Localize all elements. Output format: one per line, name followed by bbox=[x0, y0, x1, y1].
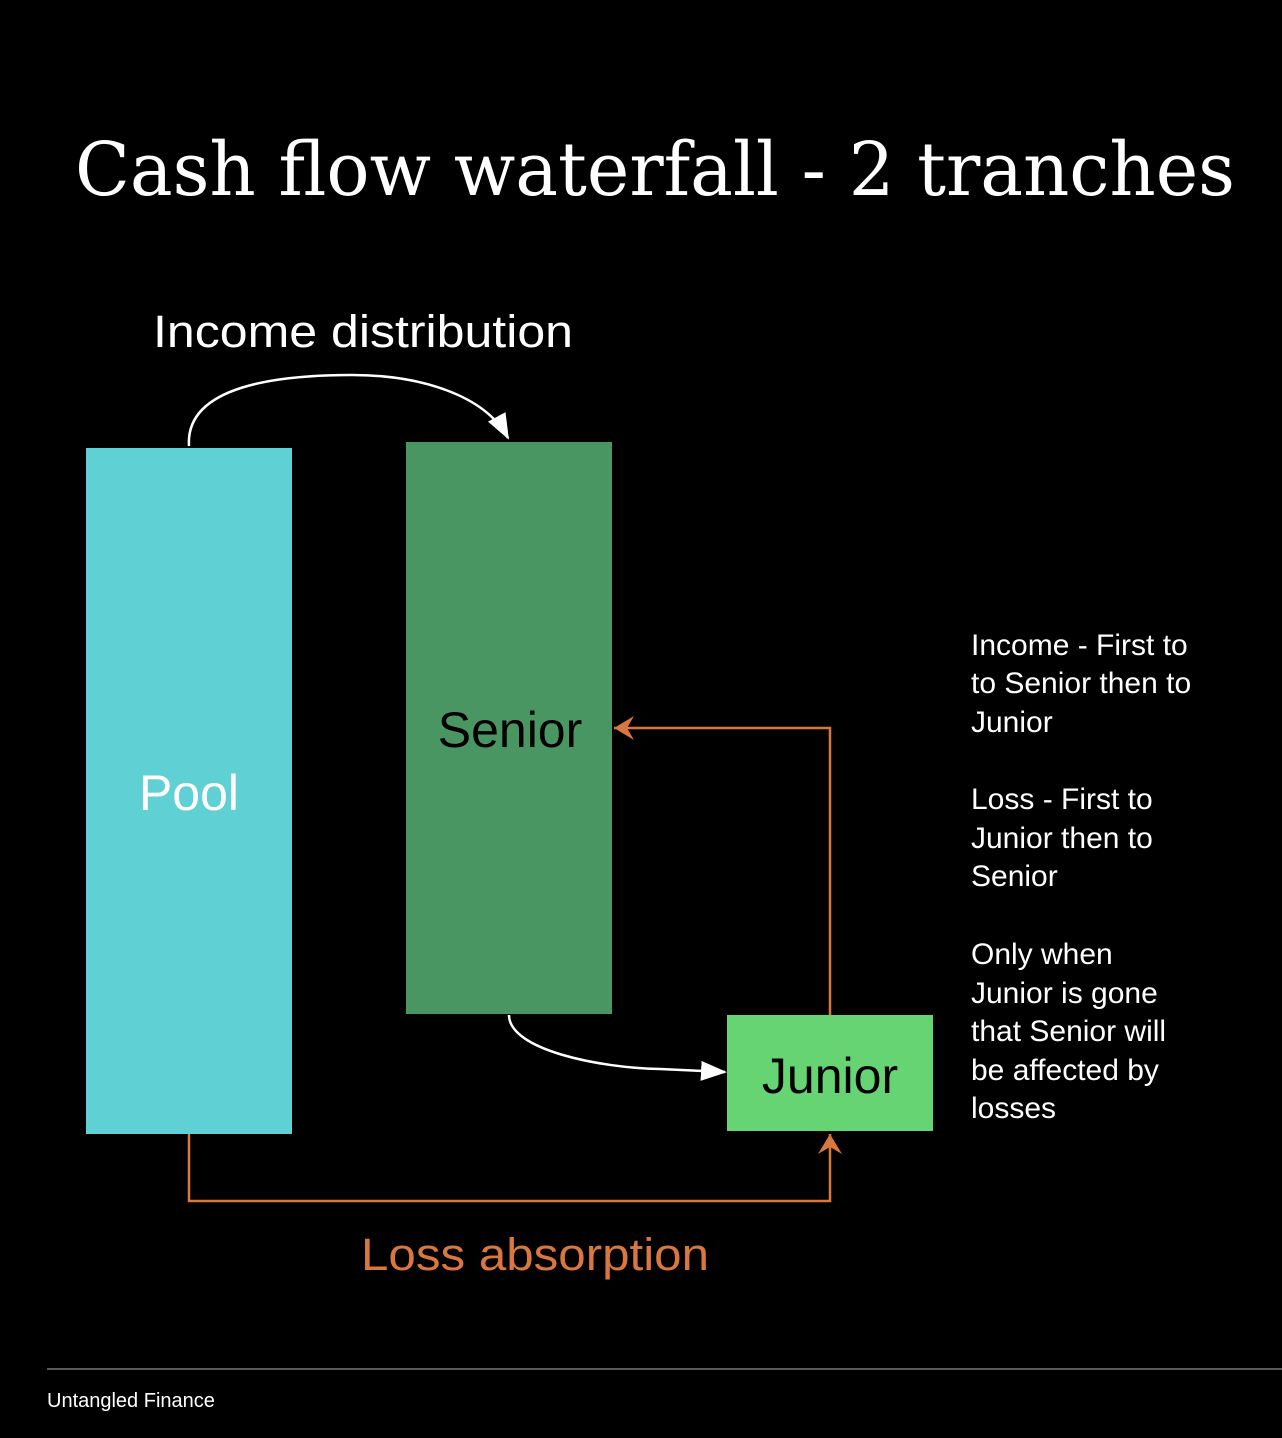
junior-label: Junior bbox=[762, 1048, 898, 1104]
notes: Income - First to to Senior then to Juni… bbox=[971, 629, 1191, 1125]
footer-brand: Untangled Finance bbox=[47, 1390, 215, 1412]
note-line: Senior bbox=[971, 860, 1058, 893]
note-line: losses bbox=[971, 1092, 1056, 1125]
income-distribution-label: Income distribution bbox=[153, 306, 573, 357]
note-line: be affected by bbox=[971, 1054, 1159, 1087]
senior-box bbox=[406, 442, 612, 1014]
note-line: Only when bbox=[971, 938, 1113, 971]
note-line: to Senior then to bbox=[971, 667, 1191, 700]
junior-to-senior-arrow bbox=[614, 716, 832, 1015]
junior-box bbox=[727, 1015, 933, 1131]
note-line: Loss - First to bbox=[971, 783, 1153, 816]
pool-box bbox=[86, 448, 292, 1134]
note-line: Income - First to bbox=[971, 629, 1188, 662]
page-title: Cash flow waterfall - 2 tranches bbox=[75, 127, 1235, 213]
note-line: that Senior will bbox=[971, 1015, 1166, 1048]
note-line: Junior is gone bbox=[971, 977, 1158, 1010]
loss-to-junior-arrow bbox=[187, 1134, 842, 1203]
loss-absorption-label: Loss absorption bbox=[361, 1229, 709, 1280]
senior-to-junior-arrow bbox=[507, 1014, 727, 1081]
note-line: Junior then to bbox=[971, 822, 1153, 855]
note-line: Junior bbox=[971, 706, 1053, 739]
income-arrow bbox=[187, 373, 510, 447]
senior-label: Senior bbox=[438, 702, 583, 758]
pool-label: Pool bbox=[139, 765, 239, 821]
